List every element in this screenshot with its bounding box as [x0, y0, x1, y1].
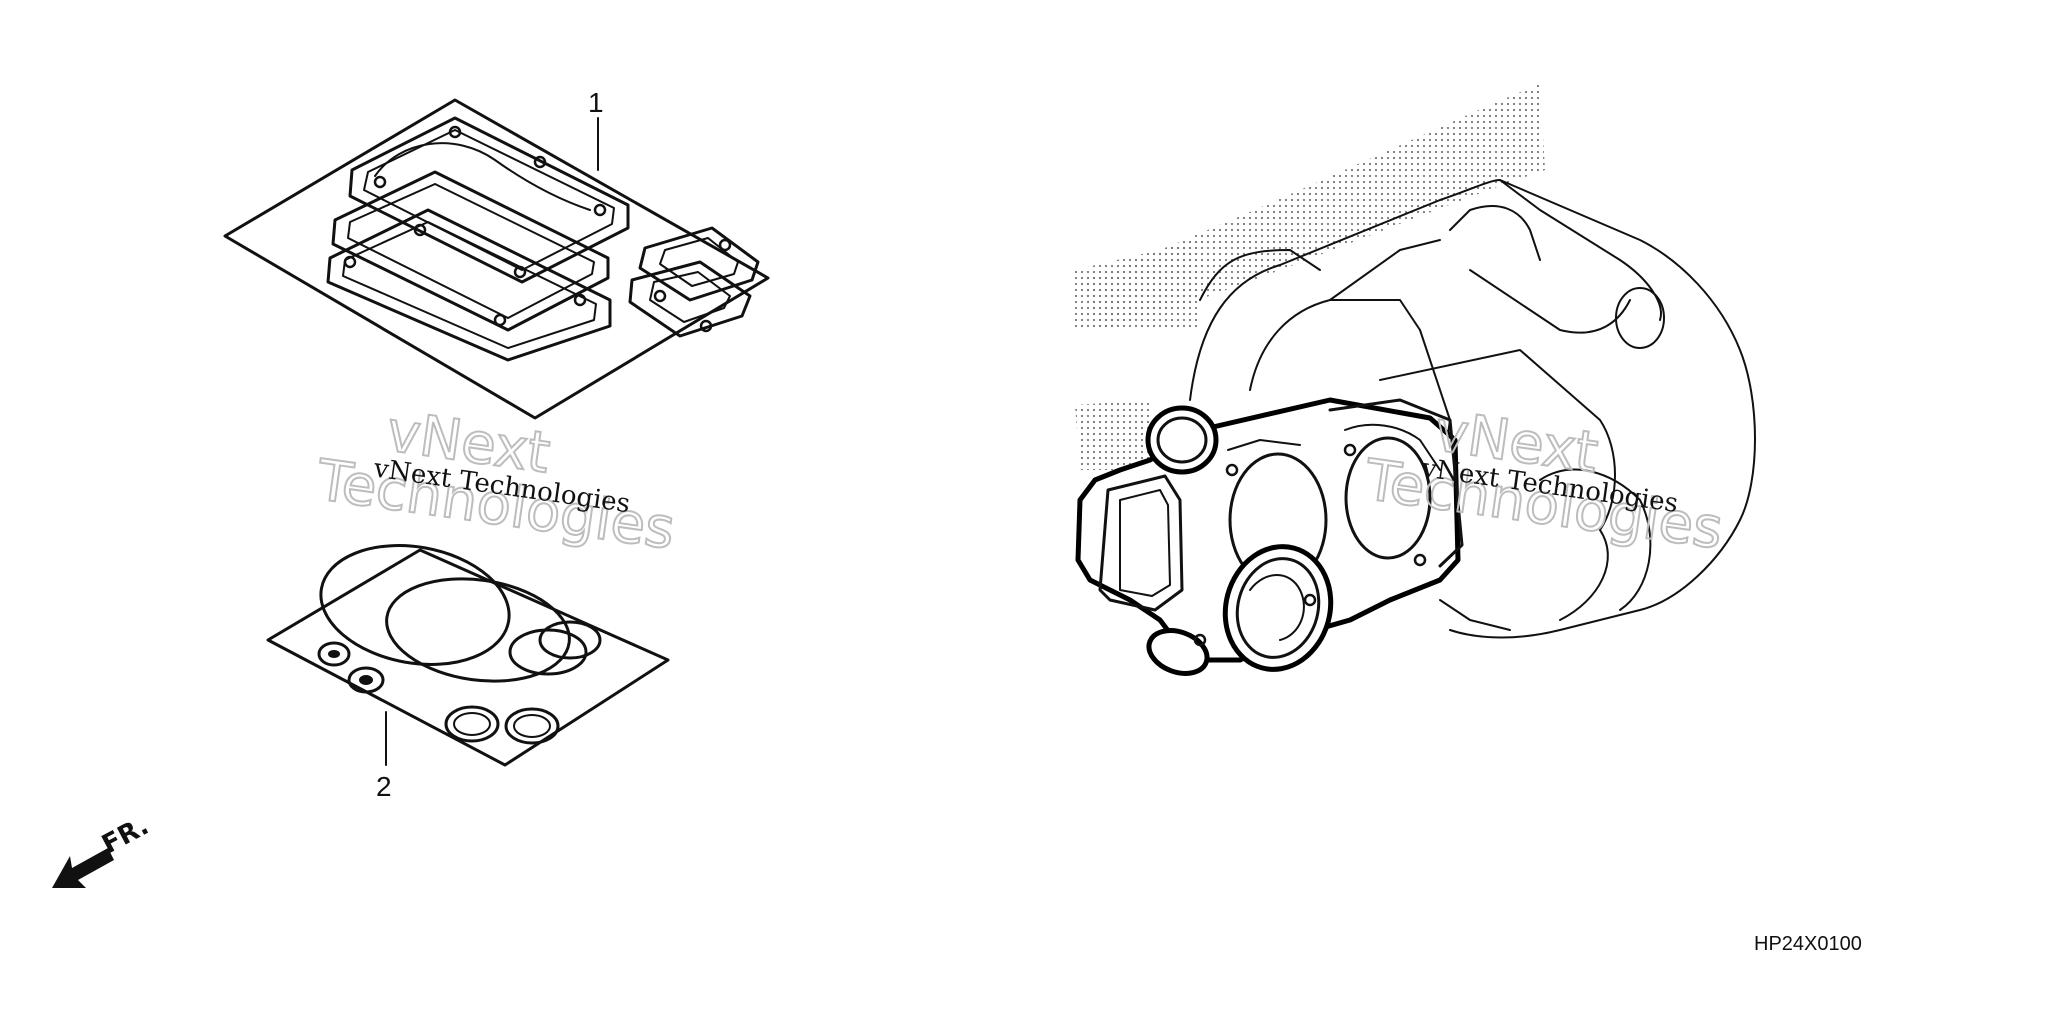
- gasket-kit-b[interactable]: [266, 531, 670, 767]
- kit-a-sheet: [223, 98, 770, 420]
- head-gasket-bore-2: [1344, 436, 1432, 560]
- gasket-kit-a[interactable]: [223, 98, 770, 420]
- front-arrow-icon: [52, 848, 114, 888]
- o-ring-small-1: [444, 705, 500, 743]
- head-gasket-port: [1098, 474, 1184, 612]
- stipple-left: [1075, 240, 1200, 330]
- stipple-lower: [1075, 400, 1150, 470]
- head-cover-gasket-middle: [331, 170, 610, 332]
- small-gasket-upper: [638, 226, 760, 302]
- o-ring-medium-1: [508, 628, 588, 676]
- side-gasket: [1328, 398, 1464, 568]
- callout-1: 1: [588, 87, 604, 118]
- head-cover-gasket-upper: [348, 116, 630, 284]
- watermark-left: vNext Technologies vNext Technologies: [311, 398, 679, 563]
- valve-seal-ring: [1222, 544, 1334, 672]
- small-gasket-lower: [628, 260, 752, 338]
- o-ring-medium-2: [538, 620, 602, 660]
- front-direction-indicator: FR.: [52, 811, 154, 888]
- callout-2: 2: [376, 771, 392, 802]
- diagram-code: HP24X0100: [1754, 933, 1862, 955]
- o-ring-large-2: [385, 577, 571, 683]
- o-ring-small-2: [504, 707, 560, 745]
- head-cover-gasket-lower: [326, 208, 612, 362]
- seal-2: [347, 666, 385, 694]
- bottom-seal-ring: [1146, 628, 1210, 676]
- engine-assembly: [1075, 84, 1756, 676]
- o-ring-large-1: [319, 544, 511, 666]
- kit-b-sheet: [266, 548, 670, 767]
- seal-1: [317, 641, 351, 667]
